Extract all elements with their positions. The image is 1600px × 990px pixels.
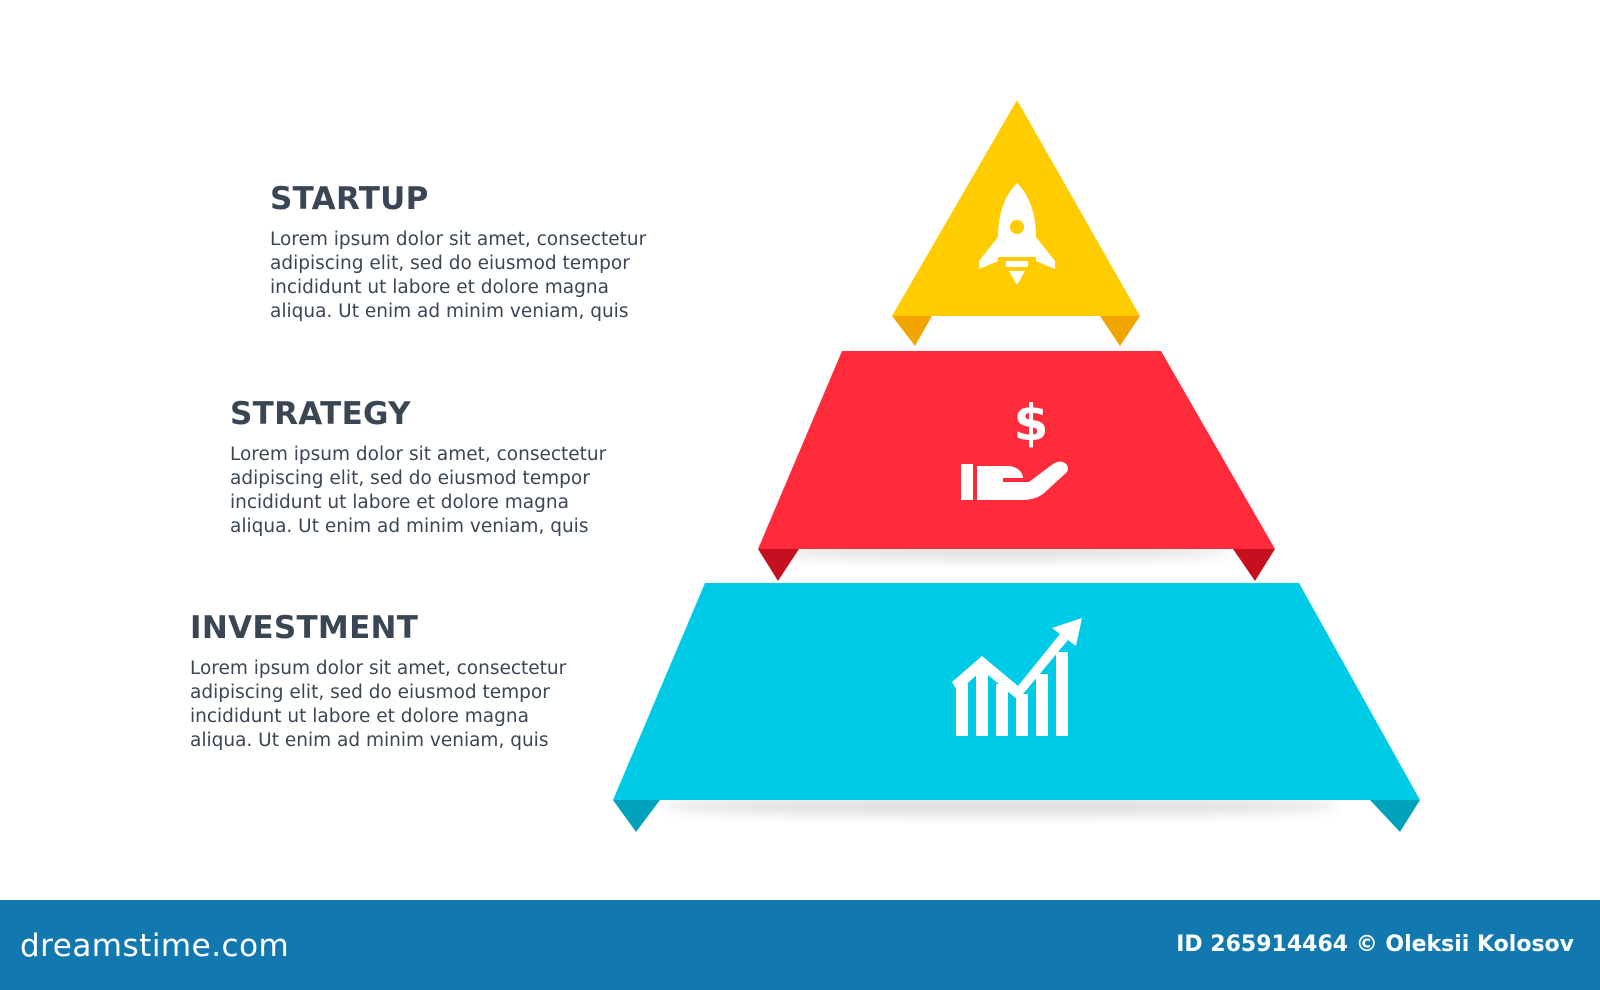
level-description: Lorem ipsum dolor sit amet, consectetur … (230, 444, 607, 537)
footer-credit: ID 265914464 © Oleksii Kolosov (1176, 932, 1574, 957)
level-description: Lorem ipsum dolor sit amet, consectetur … (270, 229, 647, 322)
footer-logo: dreamstime.com (20, 928, 290, 964)
rocket-icon (979, 183, 1055, 285)
pyramid-diagram: $ (613, 100, 1420, 832)
level-title: STARTUP (270, 181, 429, 217)
level-title: INVESTMENT (190, 610, 419, 646)
growth-chart-icon (952, 618, 1082, 736)
level-label-strategy: STRATEGY Lorem ipsum dolor sit amet, con… (230, 395, 630, 539)
level-description: Lorem ipsum dolor sit amet, consectetur … (190, 658, 567, 751)
svg-text:$: $ (1014, 394, 1049, 452)
money-hand-icon: $ (961, 394, 1068, 500)
level-label-investment: INVESTMENT Lorem ipsum dolor sit amet, c… (190, 609, 590, 753)
level-title: STRATEGY (230, 396, 411, 432)
pyramid-tier-strategy (758, 351, 1275, 581)
level-label-startup: STARTUP Lorem ipsum dolor sit amet, cons… (270, 180, 670, 324)
footer-banner: dreamstime.com ID 265914464 © Oleksii Ko… (0, 900, 1600, 990)
